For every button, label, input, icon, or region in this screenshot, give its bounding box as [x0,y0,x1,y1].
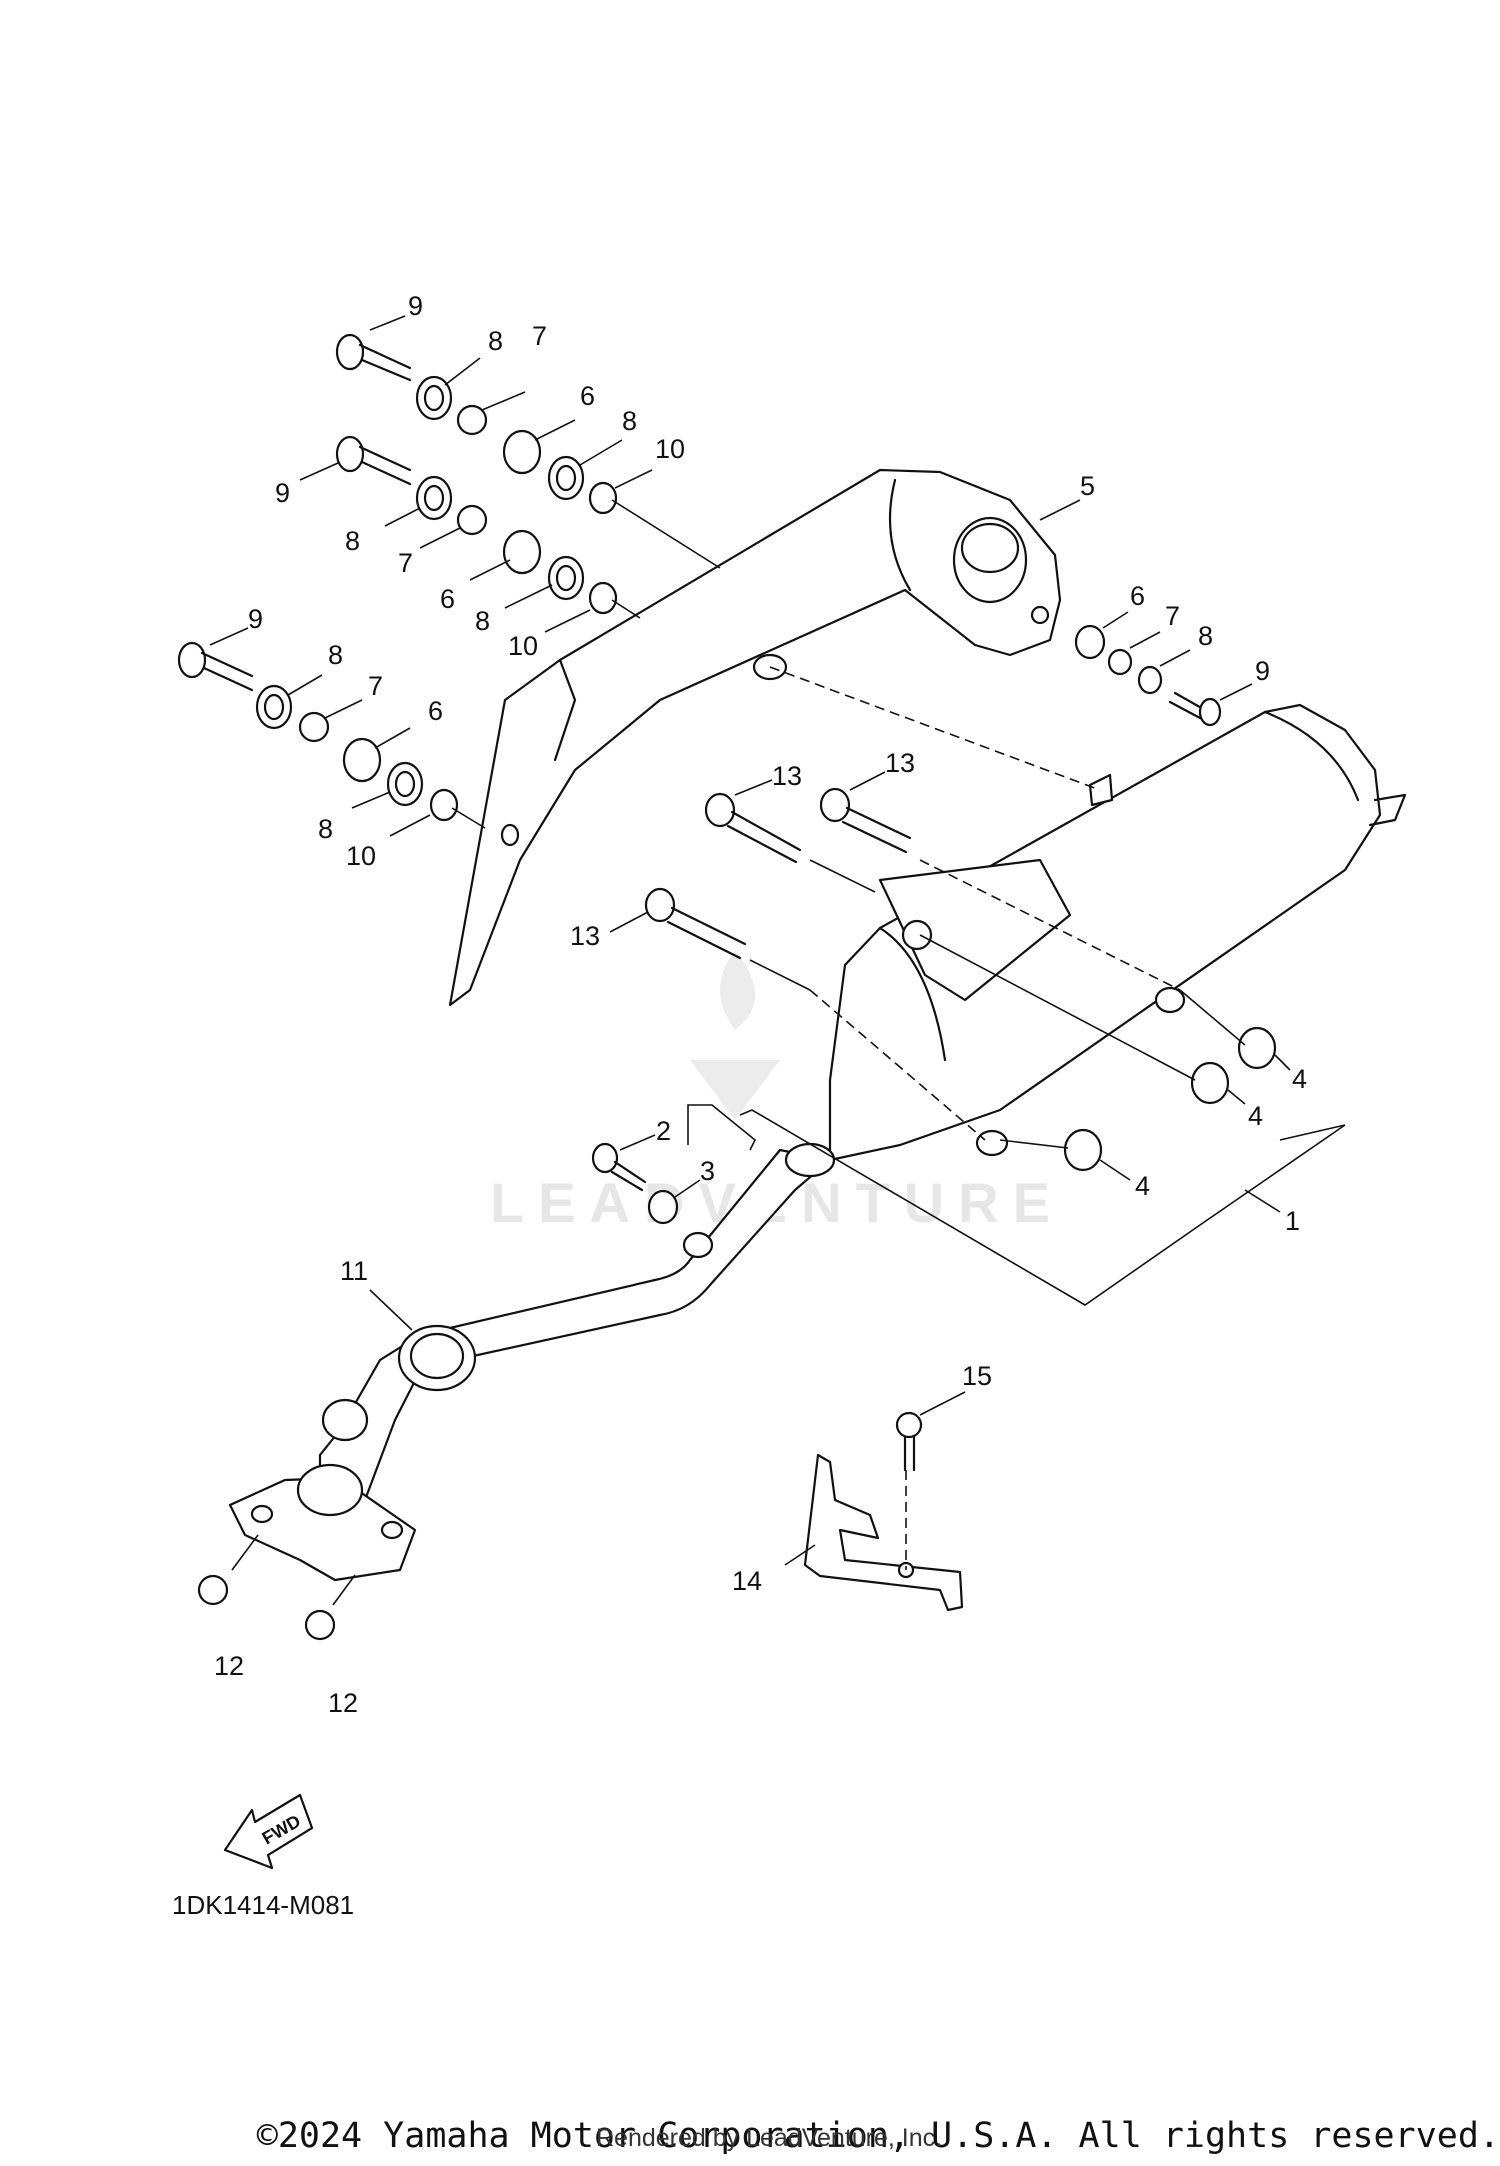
callout-7d: 7 [1165,601,1180,631]
cover-part-14 [803,1453,964,1612]
callout-6c: 6 [428,696,443,726]
callout-13c: 13 [570,921,600,951]
leader-lines [209,315,1346,1606]
callout-labels: 1 2 3 4 4 4 5 6 6 6 6 7 7 7 7 8 8 8 8 8 … [214,291,1307,1718]
callout-9c: 9 [248,604,263,634]
callout-6a: 6 [580,381,595,411]
fwd-arrow: FWD [223,1793,314,1870]
exhaust-pipe-part [228,1142,836,1582]
callout-15: 15 [962,1361,992,1391]
callout-14: 14 [732,1566,762,1596]
callout-7a: 7 [532,321,547,351]
callout-1: 1 [1285,1206,1300,1236]
callout-8g: 8 [1198,621,1213,651]
callout-9b: 9 [275,478,290,508]
callout-12a: 12 [214,1651,244,1681]
callout-4a: 4 [1292,1064,1307,1094]
callout-6b: 6 [440,584,455,614]
rendered-by-credit: Rendered by LeadVenture, Inc. [596,2124,943,2152]
callout-4c: 4 [1135,1171,1150,1201]
callout-8d: 8 [475,606,490,636]
callout-11: 11 [340,1256,368,1286]
callout-9d: 9 [1255,656,1270,686]
callout-13a: 13 [772,761,802,791]
callout-2: 2 [656,1116,671,1146]
bracket-part-5 [448,468,1062,1007]
callout-9a: 9 [408,291,423,321]
figure-code: 1DK1414-M081 [172,1890,355,1920]
callout-12b: 12 [328,1688,358,1718]
muffler-part-1 [828,703,1407,1162]
callout-8f: 8 [318,814,333,844]
copyright-notice: ©2024 Yamaha Motor Corporation, U.S.A. A… [256,2116,1500,2156]
callout-4b: 4 [1248,1101,1263,1131]
callout-8a: 8 [488,326,503,356]
callout-7c: 7 [368,671,383,701]
callout-5: 5 [1080,471,1095,501]
fastener-stacks [177,333,1277,1641]
callout-6d: 6 [1130,581,1145,611]
callout-10c: 10 [346,841,376,871]
callout-3: 3 [700,1156,715,1186]
callout-8b: 8 [622,406,637,436]
callout-8c: 8 [345,526,360,556]
callout-7b: 7 [398,548,413,578]
callout-13b: 13 [885,748,915,778]
callout-10a: 10 [655,434,685,464]
callout-10b: 10 [508,631,538,661]
callout-8e: 8 [328,640,343,670]
